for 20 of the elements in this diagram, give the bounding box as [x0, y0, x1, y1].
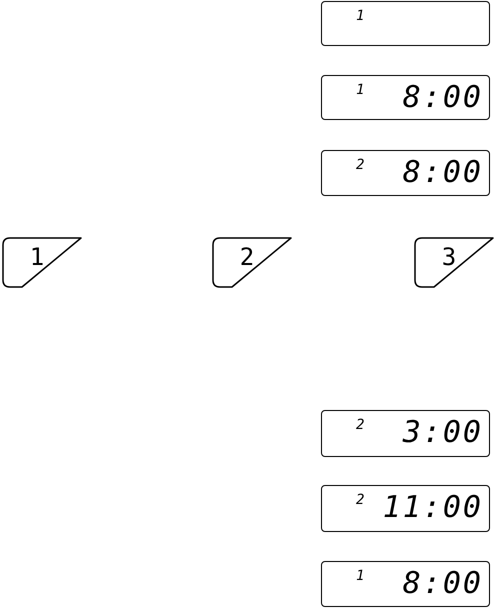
time-readout: 8:00: [402, 566, 483, 601]
program-number: 1: [356, 568, 364, 584]
time-readout: 8:00: [402, 80, 483, 115]
program-number: 2: [356, 157, 364, 173]
time-readout: 3:00: [402, 415, 483, 450]
program-number: 2: [356, 492, 364, 508]
program-number: 1: [356, 82, 364, 98]
program-number: 1: [356, 8, 364, 24]
program-number: 2: [356, 417, 364, 433]
lcd-display: [321, 410, 490, 457]
button-number: 1: [28, 243, 46, 271]
lcd-display: [321, 150, 490, 196]
button-number: 3: [440, 243, 458, 271]
time-readout: 11:00: [382, 490, 483, 525]
lcd-display: [321, 561, 490, 607]
lcd-display: [321, 75, 490, 120]
lcd-display: [321, 1, 490, 46]
lcd-display: [321, 485, 490, 532]
time-readout: 8:00: [402, 155, 483, 190]
button-number: 2: [238, 243, 256, 271]
